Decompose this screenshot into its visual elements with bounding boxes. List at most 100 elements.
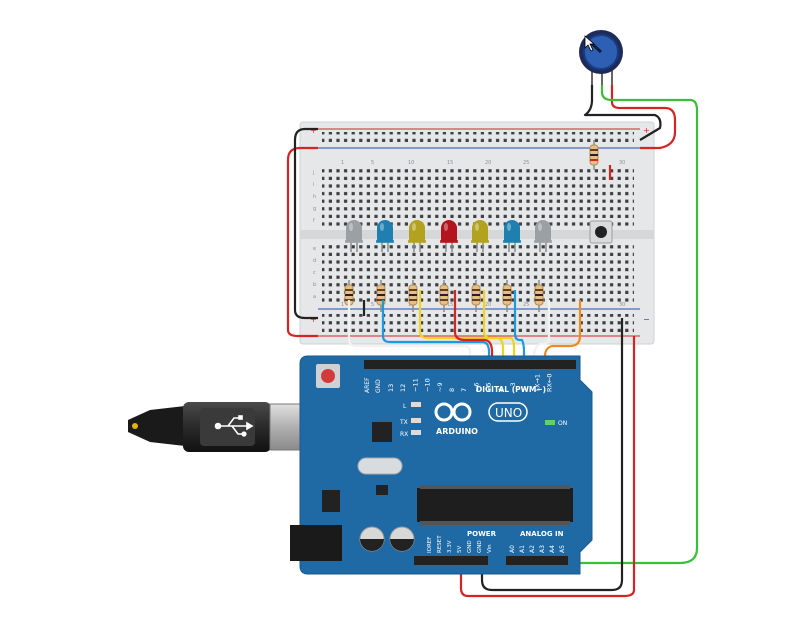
tx-label: TX (399, 419, 408, 426)
svg-text:d: d (313, 258, 316, 264)
l-label: L (403, 403, 407, 410)
svg-text:5: 5 (371, 302, 374, 308)
svg-text:5: 5 (371, 160, 374, 166)
led (408, 220, 426, 252)
led (440, 220, 458, 252)
power-pin-label: GND (467, 540, 473, 553)
svg-text:i: i (313, 182, 314, 188)
digital-pin-label: ~6 (472, 382, 480, 392)
pushbutton[interactable] (589, 220, 613, 244)
digital-pin-label: ~11 (411, 378, 419, 392)
resistor (502, 280, 512, 312)
resistor (471, 280, 481, 312)
pull-down-resistor (589, 140, 599, 170)
column-numbers-top: 1 5 10 15 20 25 30 (341, 160, 625, 166)
digital-pin-label: 13 (387, 384, 395, 392)
analog-header (506, 556, 568, 565)
cursor-icon (584, 35, 596, 52)
svg-text:30: 30 (619, 302, 625, 308)
power-pin-label: 5V (457, 546, 463, 553)
analog-pin-label: A5 (559, 545, 566, 553)
digital-pin-label: ~10 (424, 378, 432, 392)
svg-text:10: 10 (408, 160, 414, 166)
signal-wire-yellow-1 (418, 290, 505, 362)
rail-wire-black (293, 127, 318, 320)
power-pin-label: IOREF (427, 537, 433, 553)
digital-pin-label: 4 (497, 388, 505, 392)
signal-wire-blue-1 (381, 300, 491, 362)
led (345, 220, 363, 252)
led-group (345, 220, 552, 252)
svg-text:h: h (313, 194, 316, 200)
digital-header (364, 360, 576, 369)
usb-symbol-icon (214, 415, 254, 437)
5v-wire-red (459, 336, 636, 598)
svg-text:b: b (313, 282, 316, 288)
rx-label: RX (400, 431, 408, 438)
analog-label: ANALOG IN (520, 530, 564, 538)
uno-model: UNO (495, 406, 522, 420)
dc-power-jack (290, 525, 342, 561)
resistor (439, 280, 449, 312)
signal-wire-yellow-2 (482, 290, 516, 362)
regulator-small (376, 485, 388, 495)
digital-header-label: DIGITAL (PWM~) (476, 385, 546, 394)
signal-wire-blue-2 (513, 290, 526, 362)
digital-pin-label: 2 (521, 388, 529, 392)
capacitor (359, 526, 385, 552)
crystal (357, 457, 403, 475)
analog-pin-label: A1 (519, 545, 526, 553)
reset-button[interactable] (316, 364, 340, 388)
led (471, 220, 489, 252)
led (503, 220, 521, 252)
resistor (534, 280, 544, 312)
top-power-rail (318, 128, 640, 149)
svg-text:g: g (313, 206, 316, 212)
power-led (545, 420, 555, 425)
on-label: ON (558, 420, 567, 427)
rail-plus-label: + (310, 126, 317, 135)
pot-wire-green (568, 85, 699, 565)
svg-text:1: 1 (341, 302, 344, 308)
rail-plus-label: + (643, 126, 650, 135)
svg-text:e: e (313, 246, 316, 252)
resistor-group (344, 280, 544, 312)
digital-pin-label: ~5 (485, 382, 493, 392)
led (376, 220, 394, 252)
digital-pin-label: RX←0 (546, 373, 554, 392)
power-pin-label: RESET (437, 535, 443, 553)
analog-pin-label: A0 (509, 545, 516, 553)
voltage-regulator (322, 490, 340, 512)
wires (286, 85, 699, 598)
power-pin-label: GND (477, 540, 483, 553)
digital-pin-label: ~9 (436, 382, 444, 392)
svg-text:25: 25 (523, 160, 529, 166)
digital-pin-label: 8 (448, 388, 456, 392)
power-pin-label: Vin (487, 544, 493, 553)
analog-pin-label: A3 (539, 545, 546, 553)
svg-text:15: 15 (447, 160, 453, 166)
analog-pin-label: A4 (549, 545, 556, 553)
svg-text:c: c (313, 270, 316, 276)
aref-label: AREF (364, 377, 371, 393)
tx-rx-indicators: TX RX L (399, 402, 421, 438)
svg-text:f: f (313, 218, 315, 224)
signal-wire-white-2 (532, 300, 551, 362)
digital-pin-label: TX→1 (533, 374, 541, 393)
digital-pin-label: 7 (460, 388, 468, 392)
arduino-brand: ARDUINO (436, 427, 478, 436)
potentiometer[interactable] (579, 30, 623, 85)
signal-wire-red-led (453, 290, 494, 362)
gnd-wire-black (480, 318, 624, 592)
power-header (414, 556, 488, 565)
power-pin-label: 3.3V (447, 540, 453, 553)
bottom-power-rail (318, 308, 640, 337)
svg-text:20: 20 (485, 302, 491, 308)
analog-pin-label: A2 (529, 545, 536, 553)
svg-text:30: 30 (619, 160, 625, 166)
rail-minus-label: − (643, 315, 650, 324)
svg-text:15: 15 (447, 302, 453, 308)
